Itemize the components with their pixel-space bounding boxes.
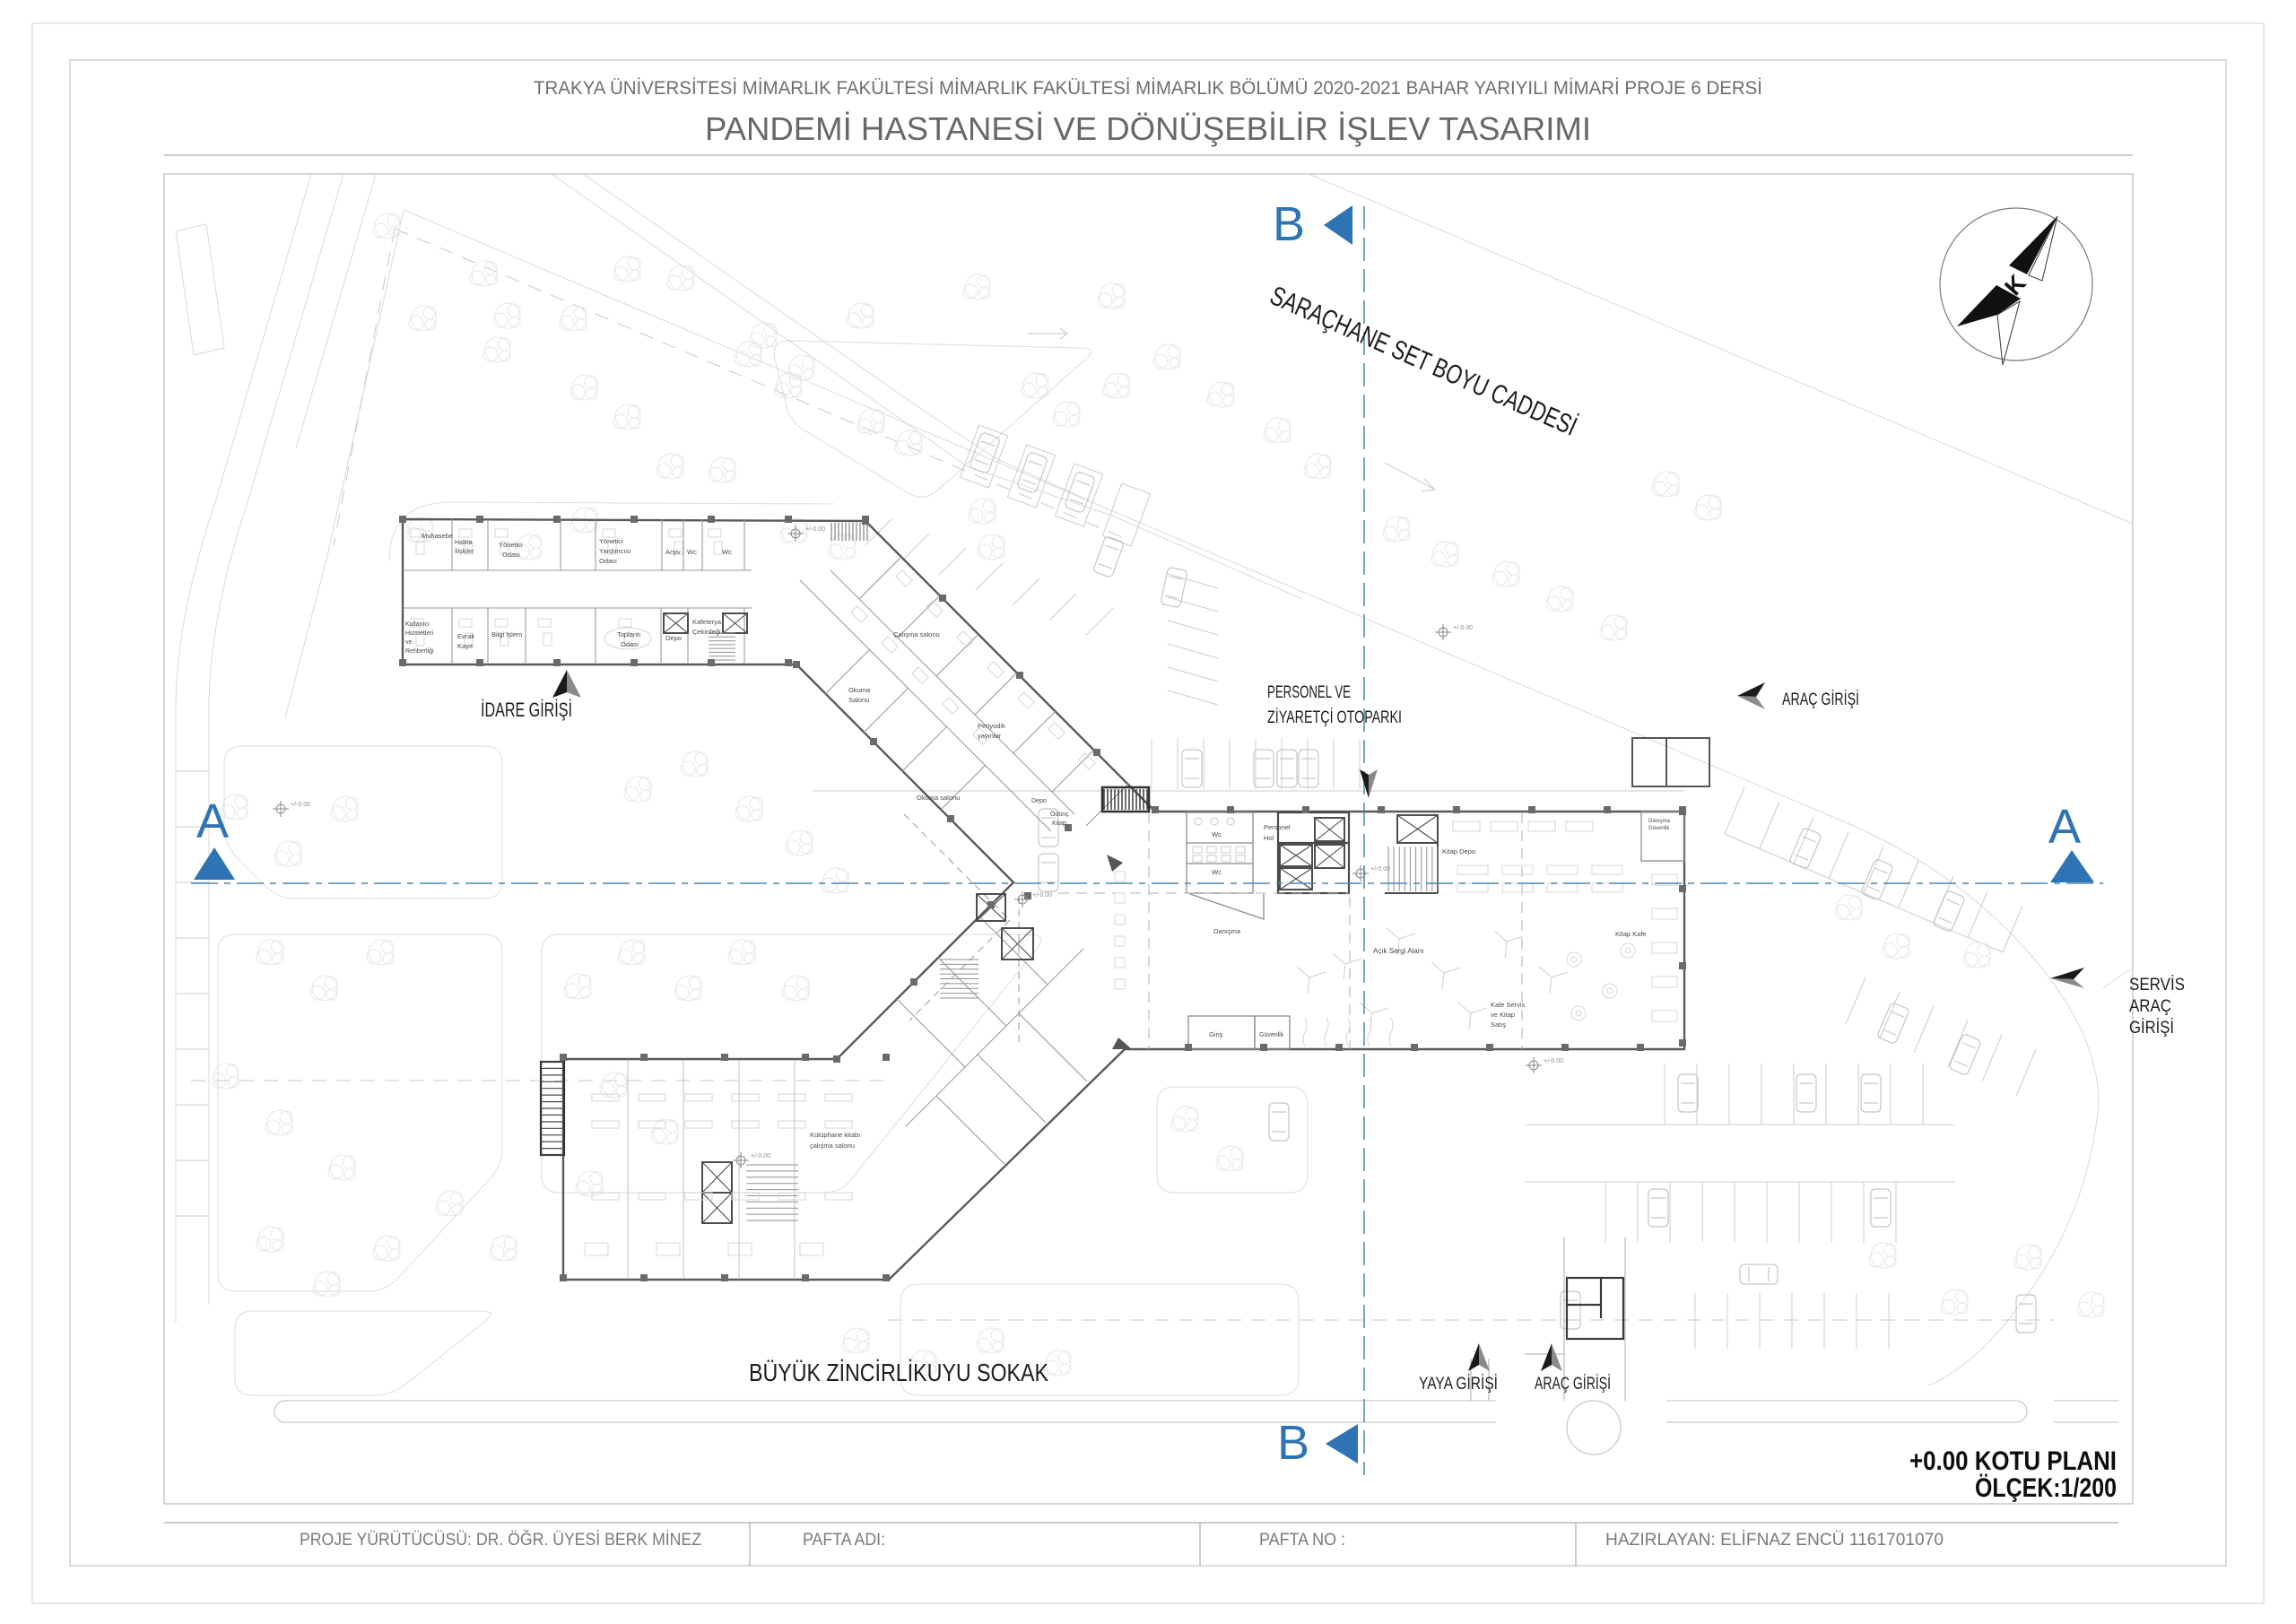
svg-text:Wc: Wc (687, 548, 697, 556)
svg-text:Kullanıcı: Kullanıcı (405, 621, 430, 628)
svg-text:YAYA GİRİŞİ: YAYA GİRİŞİ (1419, 1375, 1498, 1394)
svg-text:ZİYARETÇİ OTOPARKI: ZİYARETÇİ OTOPARKI (1267, 708, 1402, 727)
svg-text:Kitap Kafe: Kitap Kafe (1615, 930, 1647, 938)
svg-text:ARAÇ GİRİŞİ: ARAÇ GİRİŞİ (1535, 1375, 1611, 1394)
svg-text:ARAÇ GİRİŞİ: ARAÇ GİRİŞİ (1782, 690, 1859, 709)
svg-text:A: A (196, 795, 229, 848)
svg-text:Odası: Odası (621, 640, 639, 648)
svg-text:B: B (1273, 197, 1305, 251)
svg-text:+/-0.00: +/-0.00 (1032, 892, 1052, 899)
svg-text:Odası: Odası (502, 551, 520, 559)
svg-text:Personel: Personel (1264, 823, 1291, 831)
svg-text:+/-0.00: +/-0.00 (1453, 625, 1473, 631)
svg-text:İlişkiler: İlişkiler (455, 547, 474, 555)
svg-text:çalışma salonu: çalışma salonu (810, 1142, 855, 1150)
svg-text:Rehberliği: Rehberliği (405, 648, 434, 655)
svg-text:Kitap: Kitap (1052, 821, 1066, 827)
svg-text:PANDEMİ HASTANESİ VE DÖNÜŞEBİL: PANDEMİ HASTANESİ VE DÖNÜŞEBİLİR İŞLEV T… (705, 110, 1591, 147)
svg-text:+/-0.00: +/-0.00 (1370, 866, 1390, 873)
svg-text:Giriş: Giriş (1209, 1030, 1223, 1038)
svg-text:+/-0.00: +/-0.00 (291, 802, 310, 808)
svg-text:B: B (1277, 1416, 1309, 1470)
svg-text:BÜYÜK ZİNCİRLİKUYU SOKAK: BÜYÜK ZİNCİRLİKUYU SOKAK (749, 1359, 1048, 1386)
svg-text:Yönetici: Yönetici (499, 541, 523, 549)
svg-text:Okuma: Okuma (848, 686, 871, 694)
svg-text:GİRİŞİ: GİRİŞİ (2129, 1019, 2174, 1038)
svg-text:PROJE YÜRÜTÜCÜSÜ: DR. ÖĞR. ÜYE: PROJE YÜRÜTÜCÜSÜ: DR. ÖĞR. ÜYESİ BERK Mİ… (300, 1530, 701, 1550)
svg-text:Evrak: Evrak (457, 632, 474, 640)
svg-text:Kafeterya: Kafeterya (692, 618, 722, 626)
svg-text:PAFTA ADI:: PAFTA ADI: (803, 1531, 885, 1550)
svg-text:Okuma salonu: Okuma salonu (917, 794, 960, 802)
svg-text:+/-0.00: +/-0.00 (751, 1153, 770, 1159)
svg-text:+/-0.00: +/-0.00 (1544, 1058, 1563, 1064)
svg-text:Hizmetleri: Hizmetleri (405, 630, 434, 637)
svg-text:Odası: Odası (599, 557, 617, 565)
svg-text:Toplantı: Toplantı (617, 630, 640, 638)
svg-text:Salonu: Salonu (848, 696, 869, 704)
svg-text:SERVİS: SERVİS (2129, 976, 2185, 994)
svg-text:PERSONEL VE: PERSONEL VE (1267, 683, 1351, 702)
svg-text:Yardımcısı: Yardımcısı (599, 547, 631, 555)
svg-text:Arşiv: Arşiv (665, 548, 681, 556)
svg-text:ÖLÇEK:1/200: ÖLÇEK:1/200 (1975, 1473, 2117, 1503)
svg-text:Yönetici: Yönetici (599, 537, 623, 545)
svg-text:Kitap Depo: Kitap Depo (1442, 847, 1475, 855)
svg-text:Periyodik: Periyodik (978, 722, 1005, 730)
svg-text:PAFTA NO :: PAFTA NO : (1259, 1531, 1345, 1550)
svg-text:Depo: Depo (1031, 798, 1047, 804)
svg-text:Wc: Wc (1212, 830, 1222, 838)
svg-text:Çalışma salonu: Çalışma salonu (893, 630, 940, 638)
svg-text:Halkla: Halkla (455, 540, 473, 546)
svg-text:HAZIRLAYAN: ELİFNAZ ENCÜ 1161: HAZIRLAYAN: ELİFNAZ ENCÜ 1161701070 (1605, 1531, 1944, 1550)
svg-text:+/-0.00: +/-0.00 (805, 526, 825, 533)
svg-text:Çekirdeği: Çekirdeği (692, 628, 721, 636)
svg-text:A: A (2048, 800, 2081, 854)
svg-text:Hol: Hol (1264, 834, 1274, 842)
svg-text:ve: ve (405, 639, 413, 646)
svg-text:Kütüphane kitabı: Kütüphane kitabı (810, 1131, 860, 1139)
svg-text:Kayıt: Kayıt (457, 642, 474, 650)
svg-text:Wc: Wc (722, 548, 732, 556)
svg-text:İDARE GİRİŞİ: İDARE GİRİŞİ (481, 699, 572, 721)
svg-text:Ödünç: Ödünç (1050, 811, 1069, 818)
svg-text:Bilgi İşlem: Bilgi İşlem (491, 630, 522, 638)
svg-text:Kafe Servis: Kafe Servis (1491, 1001, 1526, 1009)
svg-text:Güvenlik: Güvenlik (1648, 826, 1670, 831)
svg-text:TRAKYA ÜNİVERSİTESİ MİMARLIK F: TRAKYA ÜNİVERSİTESİ MİMARLIK FAKÜLTESİ M… (534, 78, 1762, 99)
svg-text:Depo: Depo (665, 634, 682, 642)
svg-text:+0.00 KOTU PLANI: +0.00 KOTU PLANI (1909, 1446, 2117, 1476)
svg-text:ve Kitap: ve Kitap (1491, 1011, 1515, 1019)
svg-text:Açık Sergi Alanı: Açık Sergi Alanı (1373, 947, 1423, 955)
svg-text:Danışma: Danışma (1213, 927, 1241, 935)
svg-text:Danışma: Danışma (1648, 819, 1671, 824)
svg-text:yayınlar: yayınlar (978, 732, 1002, 740)
svg-text:Muhasebe: Muhasebe (422, 532, 453, 540)
svg-text:Satış: Satış (1491, 1020, 1506, 1029)
svg-text:ARAÇ: ARAÇ (2129, 997, 2171, 1016)
svg-text:Wc: Wc (1212, 868, 1222, 876)
svg-text:Güvenlik: Güvenlik (1259, 1032, 1284, 1038)
